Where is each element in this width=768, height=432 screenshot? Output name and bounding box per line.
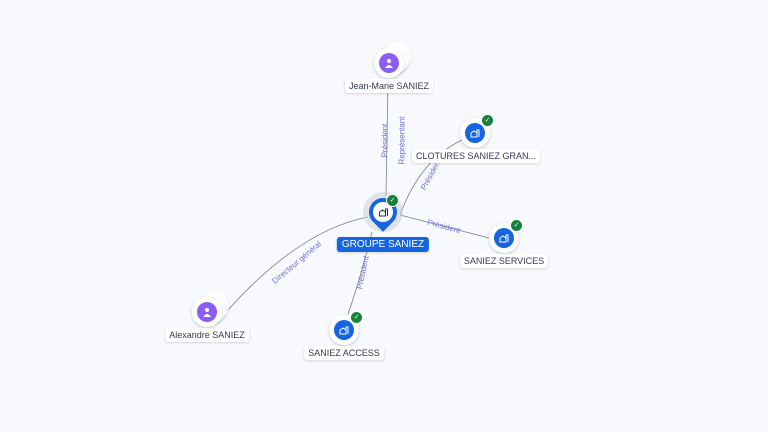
edge-label-president: Président bbox=[380, 123, 390, 158]
verified-check-icon: ✓ bbox=[386, 194, 399, 207]
edge-services bbox=[399, 214, 490, 239]
verified-check-icon: ✓ bbox=[510, 219, 523, 232]
building-icon bbox=[378, 208, 388, 217]
company-node-access[interactable]: ✓ bbox=[329, 311, 363, 345]
verified-check-icon: ✓ bbox=[350, 311, 363, 324]
person-node-jean-marie[interactable] bbox=[374, 48, 404, 78]
main-node-label[interactable]: GROUPE SANIEZ bbox=[336, 237, 430, 252]
person-icon bbox=[379, 53, 399, 73]
node-label[interactable]: Jean-Marie SANIEZ bbox=[344, 79, 434, 93]
main-company-node[interactable]: ✓ bbox=[363, 192, 403, 232]
edge-clotures bbox=[399, 139, 463, 216]
company-node-clotures[interactable]: ✓ bbox=[460, 114, 494, 148]
person-icon bbox=[197, 302, 217, 322]
edge-alexandre bbox=[227, 216, 369, 311]
verified-check-icon: ✓ bbox=[481, 114, 494, 127]
map-pin-icon bbox=[363, 192, 403, 232]
node-label[interactable]: Alexandre SANIEZ bbox=[165, 328, 249, 342]
building-icon bbox=[334, 320, 354, 340]
node-label[interactable]: SANIEZ SERVICES bbox=[459, 254, 549, 268]
person-node-alexandre[interactable] bbox=[192, 297, 222, 327]
company-node-services[interactable]: ✓ bbox=[489, 219, 523, 253]
building-icon bbox=[494, 228, 514, 248]
edge-jean-marie bbox=[385, 79, 389, 197]
edge-label-representant: Représentant bbox=[397, 116, 407, 165]
node-label[interactable]: SANIEZ ACCESS bbox=[304, 346, 384, 360]
node-label[interactable]: CLOTURES SANIEZ GRAN... bbox=[411, 149, 541, 163]
building-icon bbox=[465, 123, 485, 143]
